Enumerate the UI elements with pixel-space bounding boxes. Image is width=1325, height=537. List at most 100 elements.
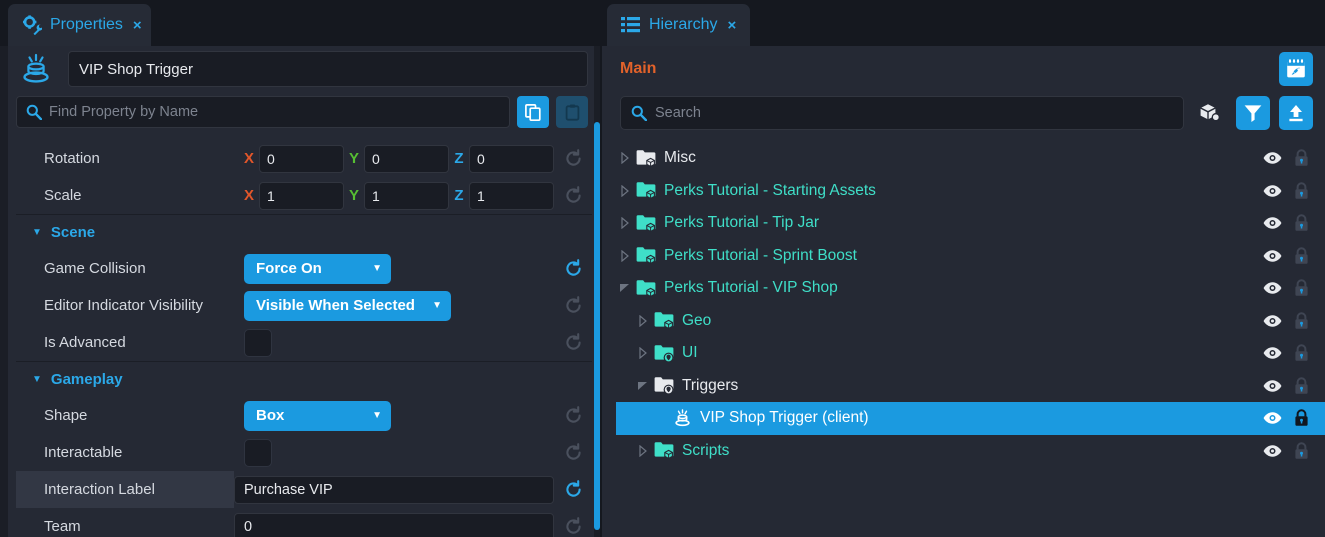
search-icon (631, 105, 647, 121)
eye-icon[interactable] (1257, 314, 1287, 328)
eye-icon[interactable] (1257, 444, 1287, 458)
filter-icon[interactable] (1236, 96, 1270, 130)
reset-button[interactable] (554, 333, 592, 352)
number-input-y[interactable]: 0 (364, 144, 449, 173)
reset-button[interactable] (554, 259, 592, 278)
axis-label-x: X (243, 187, 254, 204)
gear-wrench-icon (22, 15, 42, 35)
reset-button[interactable] (554, 517, 592, 536)
chevron-right-icon[interactable] (616, 249, 633, 262)
tree-row-selected[interactable]: VIP Shop Trigger (client) (616, 402, 1325, 435)
chevron-down-icon: ▼ (32, 227, 42, 238)
close-icon[interactable]: × (727, 16, 737, 34)
tree-row[interactable]: Perks Tutorial - VIP Shop (616, 272, 1325, 305)
number-input-x[interactable]: 1 (259, 181, 344, 210)
reset-button[interactable] (554, 480, 592, 499)
tree-row[interactable]: UI (616, 337, 1325, 370)
eye-icon[interactable] (1257, 379, 1287, 393)
property-search-input[interactable]: Find Property by Name (16, 96, 510, 128)
eye-icon[interactable] (1257, 411, 1287, 425)
package-icon[interactable] (1193, 96, 1227, 130)
lock-icon[interactable] (1287, 377, 1315, 395)
checkbox-is-advanced[interactable] (244, 328, 272, 357)
tree-row[interactable]: Perks Tutorial - Tip Jar (616, 207, 1325, 240)
object-header: VIP Shop Trigger (8, 46, 600, 92)
lock-icon[interactable] (1287, 182, 1315, 200)
dropdown-shape[interactable]: Box▼ (244, 400, 391, 431)
object-name-input[interactable]: VIP Shop Trigger (68, 51, 588, 87)
section-header-scene[interactable]: ▼ Scene (16, 214, 592, 250)
upload-icon[interactable] (1279, 96, 1313, 130)
paste-icon[interactable] (556, 96, 588, 128)
chevron-right-icon[interactable] (634, 444, 651, 457)
hierarchy-search-input[interactable]: Search (620, 96, 1184, 130)
calendar-rocket-icon[interactable] (1279, 52, 1313, 86)
hierarchy-panel: Main Search (602, 46, 1325, 537)
chevron-right-icon[interactable] (616, 152, 633, 165)
tree-row[interactable]: Misc (616, 142, 1325, 175)
lock-icon[interactable] (1287, 149, 1315, 167)
section-title: Scene (50, 224, 96, 241)
section-header-gameplay[interactable]: ▼Gameplay (16, 361, 592, 397)
folder-cube-icon (633, 246, 659, 265)
number-input-z[interactable]: 0 (469, 144, 554, 173)
scrollbar-thumb[interactable] (594, 122, 600, 530)
chevron-down-icon[interactable] (634, 381, 651, 391)
text-input-team[interactable]: 0 (234, 512, 554, 537)
panel-gutter (0, 46, 8, 537)
tab-hierarchy[interactable]: Hierarchy × (607, 4, 750, 46)
chevron-down-icon: ▼ (432, 300, 442, 311)
property-label: Scale (44, 187, 82, 204)
dropdown-editor-indicator-visibility[interactable]: Visible When Selected▼ (244, 290, 451, 321)
lock-icon[interactable] (1287, 312, 1315, 330)
lock-icon[interactable] (1287, 442, 1315, 460)
tab-properties[interactable]: Properties × (8, 4, 151, 46)
lock-icon[interactable] (1287, 214, 1315, 232)
eye-icon[interactable] (1257, 216, 1287, 230)
chevron-right-icon[interactable] (616, 184, 633, 197)
tree-row[interactable]: Geo (616, 305, 1325, 338)
tree-row[interactable]: Perks Tutorial - Starting Assets (616, 175, 1325, 208)
breadcrumb[interactable]: Main (620, 60, 657, 77)
copy-icon[interactable] (517, 96, 549, 128)
checkbox-interactable[interactable] (244, 438, 272, 467)
eye-icon[interactable] (1257, 346, 1287, 360)
eye-icon[interactable] (1257, 184, 1287, 198)
chevron-right-icon[interactable] (634, 314, 651, 327)
chevron-right-icon[interactable] (616, 217, 633, 230)
lock-icon[interactable] (1287, 409, 1315, 427)
reset-button[interactable] (554, 443, 592, 462)
number-input-z[interactable]: 1 (469, 181, 554, 210)
property-value (244, 438, 554, 467)
properties-tabstrip: Properties × (0, 0, 600, 46)
tree-row[interactable]: Triggers (616, 370, 1325, 403)
lock-icon[interactable] (1287, 247, 1315, 265)
number-input-y[interactable]: 1 (364, 181, 449, 210)
properties-scrollbar[interactable] (594, 46, 600, 537)
dropdown-game-collision[interactable]: Force On▼ (244, 253, 391, 284)
lock-icon[interactable] (1287, 344, 1315, 362)
hierarchy-search-placeholder: Search (655, 105, 701, 121)
chevron-down-icon[interactable] (616, 283, 633, 293)
tree-row[interactable]: Scripts (616, 435, 1325, 468)
chevron-down-icon: ▼ (32, 374, 42, 385)
eye-icon[interactable] (1257, 151, 1287, 165)
eye-icon[interactable] (1257, 281, 1287, 295)
number-input-x[interactable]: 0 (259, 144, 344, 173)
tree-row[interactable]: Perks Tutorial - Sprint Boost (616, 240, 1325, 273)
reset-button[interactable] (554, 186, 592, 205)
reset-button[interactable] (554, 296, 592, 315)
eye-icon[interactable] (1257, 249, 1287, 263)
text-input-interaction-label[interactable]: Purchase VIP (234, 475, 554, 504)
lock-icon[interactable] (1287, 279, 1315, 297)
hierarchy-top-row: Main (602, 46, 1325, 92)
reset-button[interactable] (554, 406, 592, 425)
reset-button[interactable] (554, 149, 592, 168)
property-row: Is Advanced (16, 324, 592, 361)
close-icon[interactable]: × (132, 16, 142, 34)
chevron-right-icon[interactable] (634, 347, 651, 360)
